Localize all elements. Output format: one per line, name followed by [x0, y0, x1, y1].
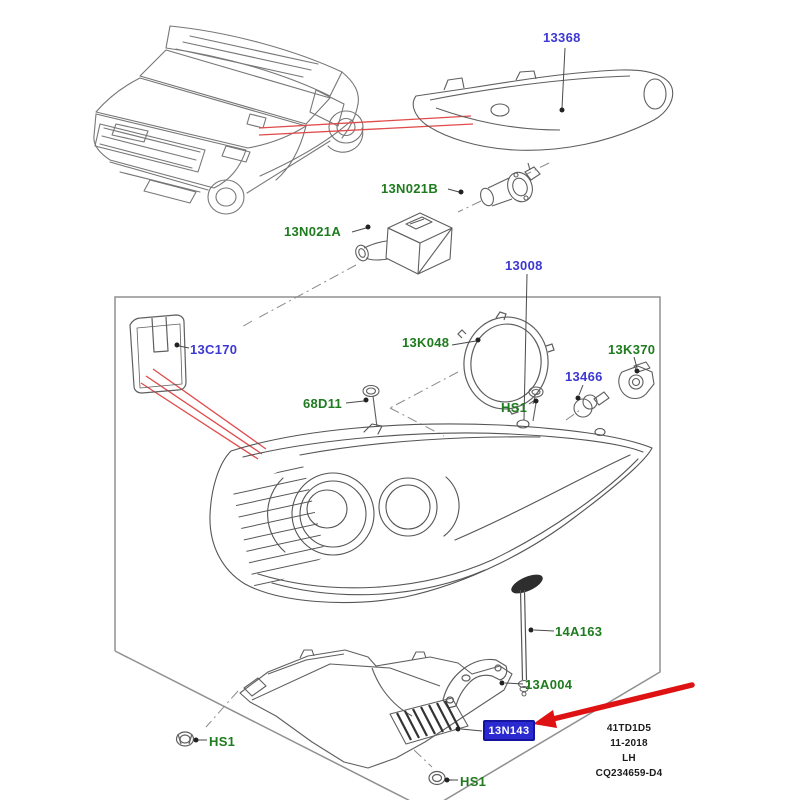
diagram-border	[114, 296, 661, 800]
part-label-hs1-left[interactable]: HS1	[209, 734, 236, 749]
hs1-screw-upper-drawing	[528, 386, 544, 422]
part-13c170-drawing	[129, 314, 187, 394]
part-13n143-drawing	[239, 649, 513, 769]
part-label-13a004[interactable]: 13A004	[525, 677, 573, 692]
part-label-13k370[interactable]: 13K370	[608, 342, 656, 357]
date-code: 11-2018	[610, 738, 648, 749]
drawing-code: 41TD1D5	[606, 723, 652, 734]
hs1-screw-bottom-drawing	[428, 770, 452, 786]
red-arrow-icon	[533, 682, 695, 728]
side-code: LH	[622, 753, 636, 764]
assembly-axis-lines	[205, 162, 581, 768]
sheet-code: CQ234659-D4	[595, 768, 663, 779]
part-label-14a163[interactable]: 14A163	[555, 624, 603, 639]
part-13n021b-drawing	[480, 162, 541, 207]
part-label-13n021a[interactable]: 13N021A	[284, 224, 342, 239]
leader-dots	[174, 107, 640, 783]
part-label-hs1-bottom[interactable]: HS1	[460, 774, 487, 789]
headlamp-assembly-drawing	[209, 419, 653, 604]
part-label-13k048[interactable]: 13K048	[402, 335, 450, 350]
part-label-13008[interactable]: 13008	[505, 258, 543, 273]
part-13n021a-drawing	[355, 212, 453, 275]
part-13k048-drawing	[457, 311, 555, 415]
part-label-13n021b[interactable]: 13N021B	[381, 181, 439, 196]
hs1-screw-left-drawing	[175, 731, 195, 747]
part-13368-drawing	[412, 69, 674, 151]
part-13466-drawing	[573, 391, 610, 418]
part-label-13466[interactable]: 13466	[565, 369, 603, 384]
footer-codes: 41TD1D5 11-2018 LH CQ234659-D4	[583, 721, 675, 781]
vehicle-illustration	[93, 25, 364, 215]
part-label-13c170[interactable]: 13C170	[190, 342, 238, 357]
part-14a163-drawing	[511, 574, 543, 697]
red-leader-lines	[140, 115, 474, 460]
part-68d11-drawing	[362, 384, 380, 428]
highlighted-part-number[interactable]: 13N143	[483, 720, 535, 741]
leader-lines	[178, 47, 638, 781]
part-label-68d11[interactable]: 68D11	[303, 396, 343, 411]
part-label-hs1-upper[interactable]: HS1	[501, 400, 528, 415]
part-label-13368[interactable]: 13368	[543, 30, 581, 45]
